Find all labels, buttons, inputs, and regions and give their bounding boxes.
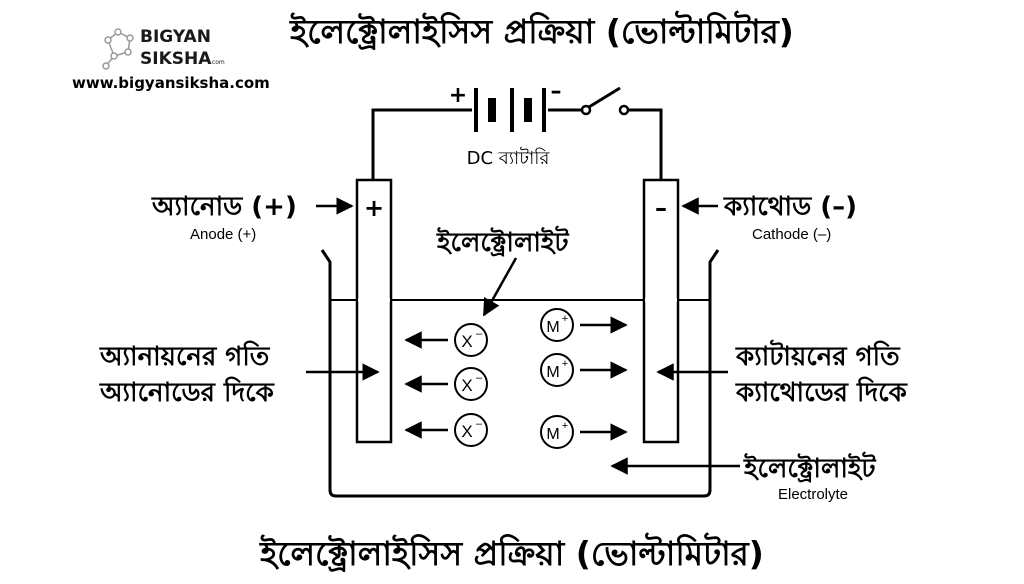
cation-row-1: M + bbox=[540, 308, 628, 342]
electrolyte-label-en: Electrolyte bbox=[778, 486, 849, 503]
anion-charge: – bbox=[476, 418, 483, 430]
battery-label: DC ব্যাটারি bbox=[467, 147, 551, 169]
anion-motion-line2: অ্যানোডের দিকে bbox=[100, 378, 274, 408]
cathode-electrode bbox=[642, 178, 680, 444]
cation-motion-line1: ক্যাটায়নের গতি bbox=[736, 342, 900, 372]
cation-row-2: M + bbox=[540, 353, 628, 387]
anion-symbol: X bbox=[461, 332, 472, 351]
anode-label-bn: অ্যানোড (+) bbox=[152, 192, 297, 222]
anion-row-1: X – bbox=[404, 323, 488, 357]
molecule-icon bbox=[102, 28, 134, 70]
bigyan-siksha-logo: BIGYAN SIKSHA .com bbox=[102, 27, 225, 70]
cation-symbol: M bbox=[546, 319, 559, 336]
cation-motion-line2: ক্যাথোডের দিকে bbox=[736, 378, 907, 408]
site-url: www.bigyansiksha.com bbox=[72, 74, 270, 92]
cation-charge: + bbox=[562, 420, 568, 432]
battery-plus-sign: + bbox=[449, 83, 467, 108]
cathode-sign: – bbox=[655, 194, 667, 222]
cation-charge: + bbox=[562, 313, 568, 325]
anode-electrode bbox=[355, 178, 393, 444]
electrolyte-label-bn: ইলেক্ট্রোলাইট bbox=[744, 454, 876, 484]
anion-row-2: X – bbox=[404, 367, 488, 401]
beaker bbox=[320, 249, 720, 498]
cation-symbol: M bbox=[546, 364, 559, 381]
logo-text-top: BIGYAN bbox=[140, 27, 211, 47]
cation-charge: + bbox=[562, 358, 568, 370]
anion-motion-line1: অ্যানায়নের গতি bbox=[100, 342, 270, 372]
anion-symbol: X bbox=[461, 376, 472, 395]
cation-symbol: M bbox=[546, 426, 559, 443]
anode-sign: + bbox=[364, 194, 384, 222]
cathode-label-bn: ক্যাথোড (–) bbox=[724, 192, 858, 222]
footer-title: ইলেক্ট্রোলাইসিস প্রক্রিয়া (ভোল্টামিটার) bbox=[260, 534, 764, 573]
battery-minus-sign: – bbox=[551, 79, 562, 104]
anode-label-en: Anode (+) bbox=[190, 226, 257, 243]
wire-left bbox=[371, 108, 472, 180]
cation-row-3: M + bbox=[540, 415, 628, 449]
electrolyte-pointer-arrow bbox=[482, 257, 518, 317]
page-title: ইলেক্ট্রোলাইসিস প্রক্রিয়া (ভোল্টামিটার) bbox=[290, 12, 794, 51]
logo-text-bottom: SIKSHA bbox=[140, 49, 212, 69]
wire-right bbox=[628, 108, 663, 180]
electrolyte-label-top: ইলেক্ট্রোলাইট bbox=[437, 228, 569, 258]
switch-icon bbox=[580, 86, 630, 116]
anion-row-3: X – bbox=[404, 413, 488, 447]
battery-icon bbox=[474, 88, 546, 132]
logo-text-small: .com bbox=[210, 59, 225, 66]
anion-charge: – bbox=[476, 372, 483, 384]
anion-charge: – bbox=[476, 328, 483, 340]
anion-symbol: X bbox=[461, 422, 472, 441]
cathode-label-en: Cathode (–) bbox=[752, 226, 832, 243]
